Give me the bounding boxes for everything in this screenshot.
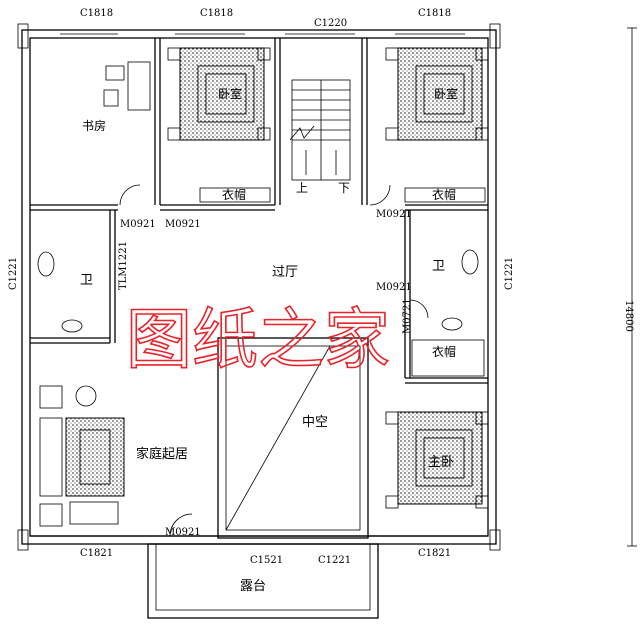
door-label: M0921 (376, 282, 412, 293)
master-bed (385, 411, 489, 509)
window-label: C1521 (250, 555, 283, 566)
room-label-study: 书房 (82, 118, 106, 133)
living-furniture (39, 385, 125, 527)
bedroom2-bed (385, 47, 489, 141)
window-label: C1221 (504, 257, 515, 290)
overall-dimension: 14800 (623, 300, 634, 332)
room-label-wardrobe1: 衣帽 (222, 187, 246, 202)
stair-down-label: 下 (338, 181, 350, 195)
stair-up-label: 上 (296, 181, 308, 195)
door-label: M0921 (165, 527, 201, 538)
window-label: C1818 (418, 8, 451, 19)
room-label-bedroom2: 卧室 (434, 86, 458, 101)
door-label: M0921 (376, 209, 412, 220)
window-label: C1220 (314, 18, 347, 29)
door-swings (119, 184, 429, 537)
door-label: M0721 (402, 298, 413, 334)
watermark: 图纸之家 (126, 301, 390, 378)
window-label: C1821 (80, 548, 113, 559)
door-label: TLM1221 (118, 241, 129, 290)
door-label: M0921 (165, 219, 201, 230)
room-label-wardrobe3: 衣帽 (432, 344, 456, 359)
room-label-wc-left: 卫 (80, 273, 93, 288)
void-area (217, 337, 369, 539)
dimension-line (627, 27, 637, 547)
window-label: C1221 (8, 257, 19, 290)
room-label-wc-right: 卫 (432, 259, 445, 274)
bathroom-fixtures (37, 249, 479, 333)
room-label-wardrobe2: 衣帽 (432, 187, 456, 202)
window-label: C1821 (418, 548, 451, 559)
staircase (289, 79, 351, 181)
balcony (147, 543, 379, 619)
room-label-balcony: 露台 (240, 579, 266, 594)
room-label-hall: 过厅 (272, 265, 298, 280)
room-label-void: 中空 (302, 415, 328, 430)
interior-walls (30, 38, 488, 537)
study-desk (103, 61, 151, 111)
window-label: C1818 (200, 8, 233, 19)
window-label: C1818 (80, 8, 113, 19)
bedroom1-bed (167, 47, 271, 141)
room-label-bedroom1: 卧室 (218, 86, 242, 101)
door-label: M0921 (120, 219, 156, 230)
wardrobes (199, 187, 486, 377)
room-label-master-bedroom: 主卧 (428, 455, 454, 470)
window-label: C1221 (318, 555, 351, 566)
room-label-family-living: 家庭起居 (136, 446, 188, 462)
